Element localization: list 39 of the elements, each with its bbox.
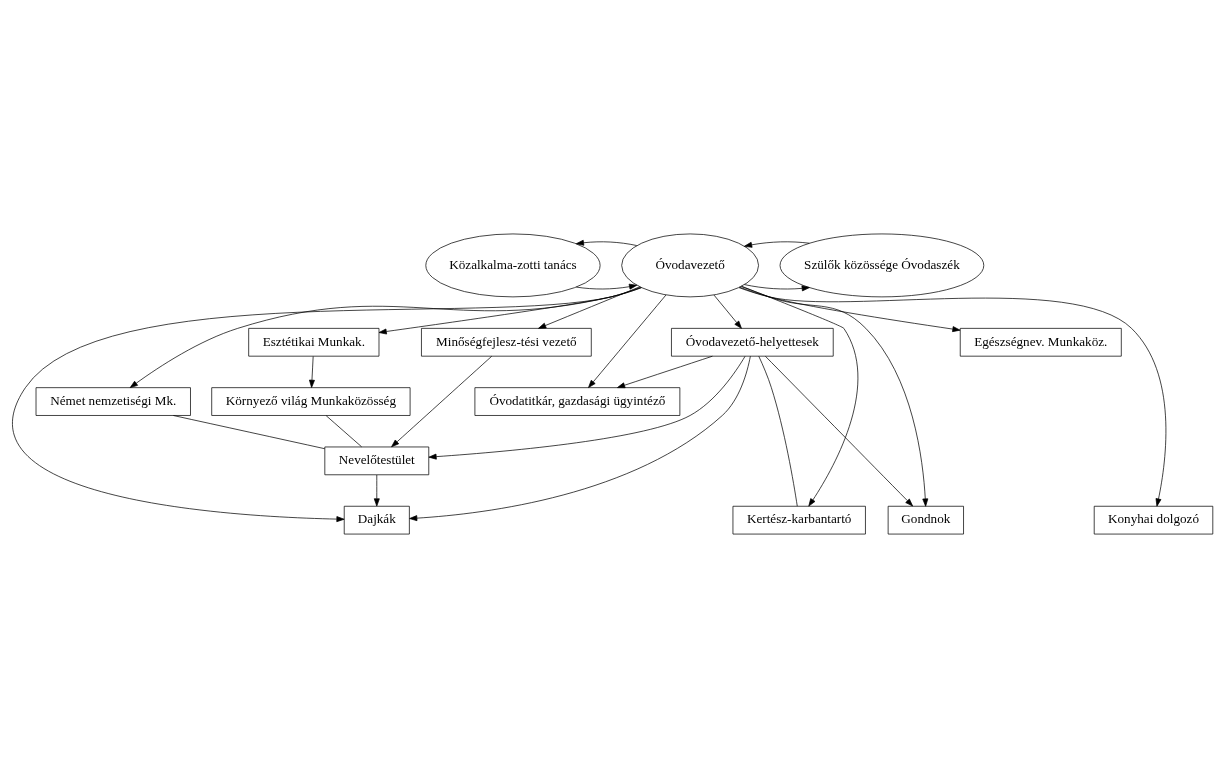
- arrow: [13, 286, 642, 522]
- arrow: [391, 355, 493, 447]
- node-box: Konyhai dolgozó: [1093, 505, 1214, 534]
- arrow: [765, 355, 913, 506]
- node-box: Egészségnev. Munkaköz.: [959, 327, 1122, 357]
- arrow: [739, 286, 961, 332]
- arrow: [428, 355, 746, 460]
- arrow: [309, 355, 315, 388]
- node-box: Minőségfejlesz-tési vezető: [421, 327, 592, 357]
- arrow: [373, 474, 380, 506]
- node-box: Környező világ Munkaközösség: [211, 386, 411, 416]
- node-box: Német nemzetiségi Mk.: [35, 386, 191, 416]
- arrow: [741, 285, 859, 506]
- node-box: Esztétikai Munkak.: [248, 327, 380, 357]
- node-box: Gondnok: [887, 505, 964, 534]
- connector: [758, 355, 798, 506]
- node-box: Kertész-karbantartó: [732, 505, 866, 534]
- arrow: [740, 285, 929, 507]
- arrow: [744, 240, 810, 248]
- node-box: Nevelőtestület: [324, 446, 430, 475]
- node-box: Óvodatitkár, gazdasági ügyintéző: [474, 386, 681, 416]
- arrow: [617, 355, 713, 388]
- node-box: Dajkák: [343, 505, 410, 534]
- node-ellipse: Szülők közössége Óvodaszék: [779, 233, 985, 297]
- arrow: [538, 285, 641, 329]
- arrow: [588, 294, 667, 388]
- arrow: [378, 286, 642, 334]
- arrow: [713, 294, 742, 329]
- node-ellipse: Közalkalma-zotti tanács: [425, 233, 601, 297]
- arrow: [409, 355, 751, 521]
- connector: [173, 414, 326, 449]
- arrow: [738, 286, 1167, 506]
- arrow: [575, 283, 638, 290]
- connector: [325, 414, 362, 447]
- arrow: [129, 286, 642, 388]
- node-ellipse: Óvodavezető: [621, 233, 759, 297]
- arrow: [744, 283, 810, 291]
- arrow: [575, 239, 638, 246]
- node-box: Óvodavezető-helyettesek: [671, 327, 834, 357]
